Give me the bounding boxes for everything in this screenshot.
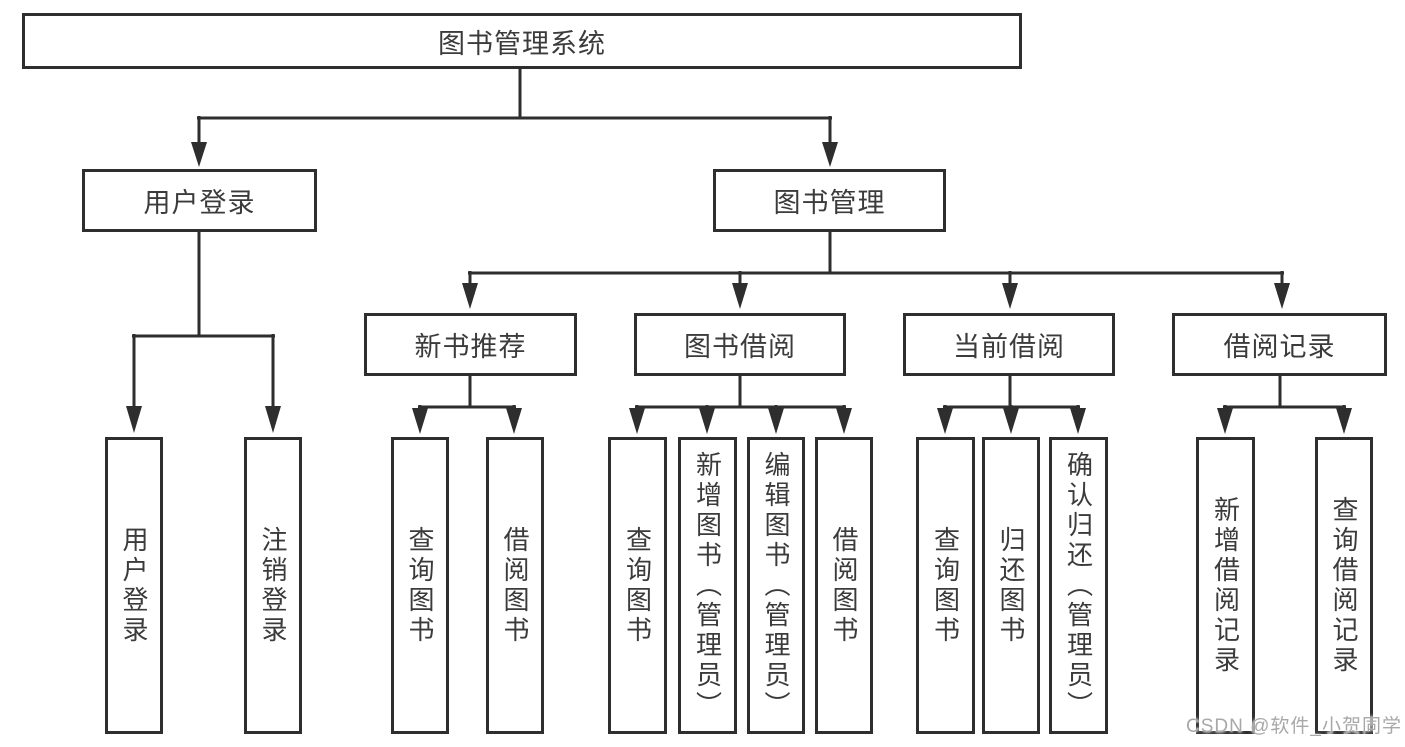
connector-book-management-group — [462, 231, 1290, 309]
csdn-watermark: CSDN @软件_小贺同学 — [1186, 716, 1402, 737]
leaf-confirm-return-admin: 确认归还（管理员） — [1049, 437, 1108, 734]
node-label: 查询图书 — [622, 525, 653, 646]
node-label: 归还图书 — [996, 525, 1026, 646]
node-book-borrow: 图书借阅 — [634, 313, 846, 376]
node-label: 查询图书 — [405, 525, 435, 646]
node-label: 用户登录 — [119, 525, 149, 646]
node-label: 图书管理系统 — [438, 28, 606, 59]
connector-current-borrow-group — [937, 375, 1086, 434]
node-book-management: 图书管理 — [713, 169, 946, 232]
node-label: 借阅图书 — [829, 525, 859, 646]
node-label: 借阅记录 — [1223, 332, 1336, 362]
node-label: 图书管理 — [773, 188, 886, 218]
leaf-edit-books-admin: 编辑图书（管理员） — [747, 437, 805, 734]
leaf-logout: 注销登录 — [244, 437, 302, 734]
node-borrow-records: 借阅记录 — [1172, 313, 1387, 376]
leaf-add-books-admin: 新增图书（管理员） — [678, 437, 737, 734]
leaf-query-borrow-record: 查询借阅记录 — [1315, 437, 1373, 734]
node-label: 当前借阅 — [953, 332, 1065, 362]
node-root-library-system: 图书管理系统 — [22, 13, 1022, 69]
node-label: 查询借阅记录 — [1329, 495, 1359, 676]
node-label: 新增图书（管理员） — [692, 450, 723, 721]
node-label: 用户登录 — [143, 188, 256, 218]
node-label: 确认归还（管理员） — [1063, 450, 1094, 721]
node-current-borrow: 当前借阅 — [903, 313, 1115, 376]
node-label: 借阅图书 — [500, 525, 530, 646]
node-label: 编辑图书（管理员） — [761, 450, 791, 721]
leaf-query-books-borrow: 查询图书 — [608, 437, 667, 734]
node-label: 注销登录 — [258, 525, 288, 646]
node-label: 新书推荐 — [414, 332, 527, 362]
connector-user-login-group — [126, 231, 281, 433]
leaf-query-books-current: 查询图书 — [916, 437, 975, 734]
leaf-borrow-books-recommend: 借阅图书 — [486, 437, 544, 734]
node-user-login: 用户登录 — [82, 169, 317, 232]
node-label: 查询图书 — [930, 525, 961, 646]
connector-new-book-group — [412, 375, 522, 434]
leaf-query-books-recommend: 查询图书 — [391, 437, 449, 734]
leaf-borrow-books: 借阅图书 — [815, 437, 873, 734]
leaf-add-borrow-record: 新增借阅记录 — [1196, 437, 1255, 734]
node-label: 图书借阅 — [684, 332, 796, 362]
leaf-user-login: 用户登录 — [105, 437, 163, 734]
node-label: 新增借阅记录 — [1210, 495, 1241, 676]
connector-root-to-level2 — [191, 67, 838, 167]
connector-borrow-records-group — [1217, 375, 1352, 434]
connector-book-borrow-group — [629, 375, 852, 434]
leaf-return-books: 归还图书 — [982, 437, 1040, 734]
node-new-book-recommend: 新书推荐 — [364, 313, 577, 376]
